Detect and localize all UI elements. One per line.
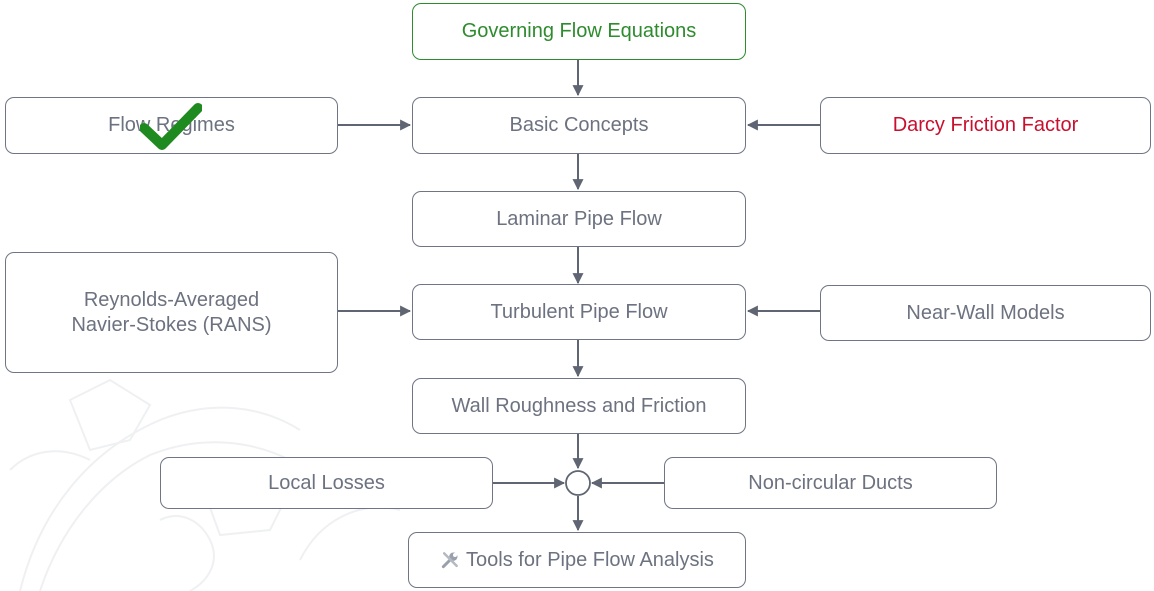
node-label: Darcy Friction Factor: [892, 114, 1079, 136]
node-label: Non-circular Ducts: [748, 471, 913, 494]
wrench-screwdriver-icon: [441, 552, 458, 569]
node-near-wall-models[interactable]: Near-Wall Models: [820, 285, 1151, 341]
checkmark-icon: [140, 103, 202, 150]
node-non-circular-ducts[interactable]: Non-circular Ducts: [664, 457, 997, 509]
node-label: Basic Concepts: [509, 114, 649, 136]
node-label: Reynolds-Averaged Navier-Stokes (RANS): [71, 288, 272, 336]
node-label: Governing Flow Equations: [461, 20, 697, 42]
node-wall-roughness-friction[interactable]: Wall Roughness and Friction: [412, 378, 746, 434]
node-basic-concepts[interactable]: Basic Concepts: [412, 97, 746, 154]
node-label: Laminar Pipe Flow: [496, 207, 662, 230]
node-label: Local Losses: [268, 471, 385, 494]
node-label: Tools for Pipe Flow Analysis: [466, 548, 714, 571]
node-turbulent-pipe-flow[interactable]: Turbulent Pipe Flow: [412, 284, 746, 340]
node-label: Turbulent Pipe Flow: [490, 300, 668, 323]
junction-node: [565, 470, 591, 496]
node-label: Near-Wall Models: [906, 301, 1065, 324]
node-label: Wall Roughness and Friction: [451, 394, 707, 417]
node-rans[interactable]: Reynolds-Averaged Navier-Stokes (RANS): [5, 252, 338, 373]
node-darcy-friction-factor[interactable]: Darcy Friction Factor: [820, 97, 1151, 154]
node-governing-flow-equations[interactable]: Governing Flow Equations: [412, 3, 746, 60]
node-laminar-pipe-flow[interactable]: Laminar Pipe Flow: [412, 191, 746, 247]
node-flow-regimes[interactable]: Flow Regimes: [5, 97, 338, 154]
node-tools-pipe-flow[interactable]: Tools for Pipe Flow Analysis: [408, 532, 746, 588]
node-local-losses[interactable]: Local Losses: [160, 457, 493, 509]
